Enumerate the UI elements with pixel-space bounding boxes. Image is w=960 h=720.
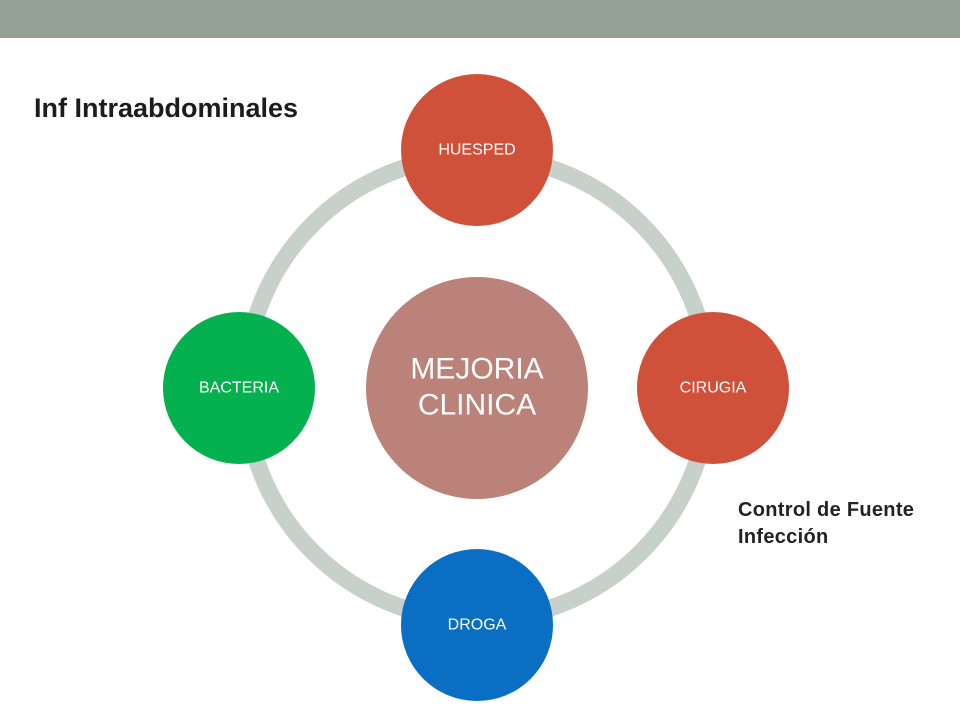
center-label-line-1: MEJORIA [410, 353, 543, 386]
node-droga-label: DROGA [448, 617, 507, 634]
node-droga [401, 549, 553, 701]
node-huesped [401, 74, 553, 226]
center-label-line-2: CLINICA [418, 389, 536, 422]
node-cirugia [637, 312, 789, 464]
node-cirugia-label: CIRUGIA [680, 380, 747, 397]
slide-title: Inf Intraabdominales [34, 93, 299, 123]
center-circle [366, 277, 588, 499]
side-note: Control de Fuente Infección [738, 497, 914, 551]
header-band [0, 0, 960, 38]
node-bacteria [163, 312, 315, 464]
side-note-line-2: Infección [738, 526, 829, 548]
node-huesped-label: HUESPED [438, 142, 515, 159]
side-note-line-1: Control de Fuente [738, 499, 915, 521]
node-bacteria-label: BACTERIA [199, 380, 279, 397]
